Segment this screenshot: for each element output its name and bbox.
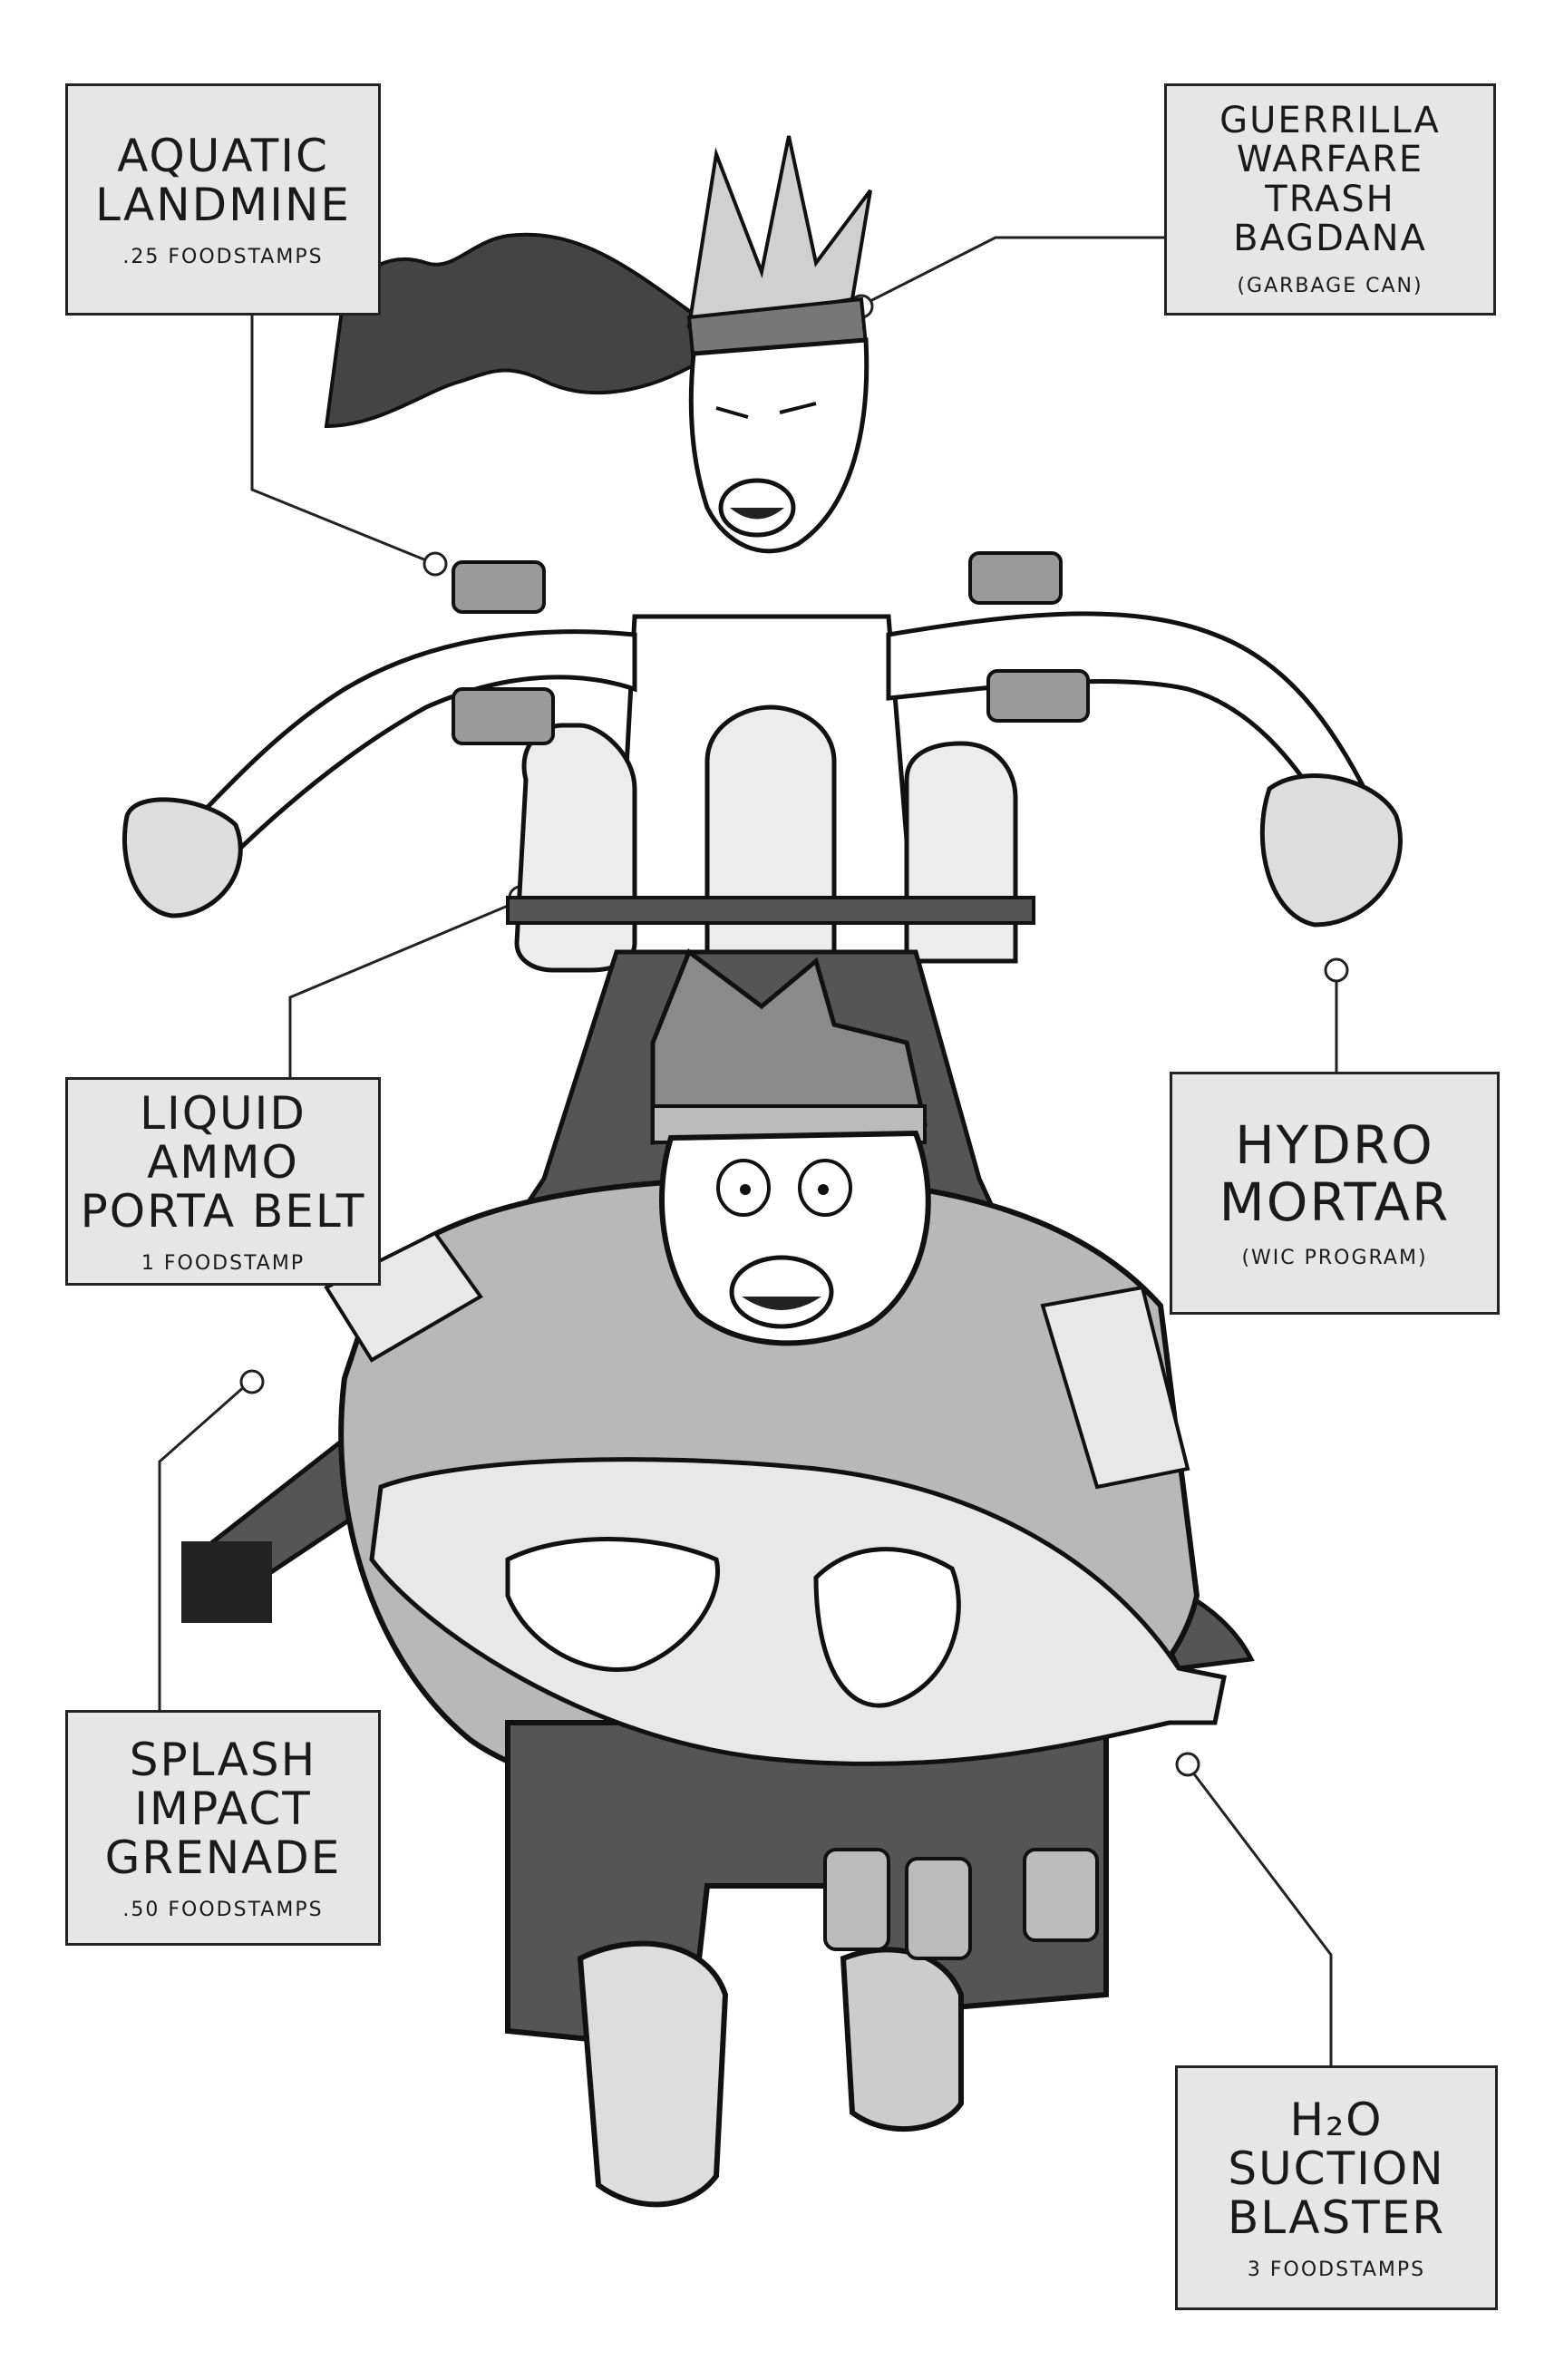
label-title: SPLASH IMPACT GRENADE bbox=[104, 1733, 342, 1884]
label-h2o-suction-blaster: H₂O SUCTION BLASTER 3 FOODSTAMPS bbox=[1175, 2065, 1498, 2310]
nut-mortar bbox=[1324, 957, 1349, 983]
callout-lines bbox=[158, 236, 1338, 2065]
label-price: (GARBAGE CAN) bbox=[1237, 274, 1423, 297]
label-title: AQUATIC LANDMINE bbox=[95, 129, 351, 231]
label-price: 3 FOODSTAMPS bbox=[1247, 2258, 1426, 2281]
label-aquatic-landmine: AQUATIC LANDMINE .25 FOODSTAMPS bbox=[65, 83, 381, 316]
bandana-tails bbox=[324, 232, 700, 429]
label-title: HYDRO MORTAR bbox=[1219, 1113, 1451, 1233]
label-title: LIQUID AMMO PORTA BELT bbox=[80, 1086, 366, 1238]
nut-landmine bbox=[423, 551, 448, 577]
nut-blaster bbox=[1175, 1752, 1200, 1777]
spiky-hair bbox=[686, 135, 872, 329]
label-liquid-ammo-porta-belt: LIQUID AMMO PORTA BELT 1 FOODSTAMP bbox=[65, 1077, 381, 1286]
giant-bottle bbox=[369, 1457, 1227, 1766]
label-price: 1 FOODSTAMP bbox=[141, 1251, 306, 1275]
label-title: H₂O SUCTION BLASTER bbox=[1227, 2093, 1446, 2244]
label-price: .25 FOODSTAMPS bbox=[122, 245, 324, 268]
label-title: GUERRILLA WARFARE TRASH BAGDANA bbox=[1219, 100, 1441, 259]
nut-grenade bbox=[239, 1369, 265, 1394]
label-trash-bagdana: GUERRILLA WARFARE TRASH BAGDANA (GARBAGE… bbox=[1164, 83, 1496, 316]
label-hydro-mortar: HYDRO MORTAR (WIC PROGRAM) bbox=[1170, 1072, 1500, 1315]
label-price: .50 FOODSTAMPS bbox=[122, 1898, 324, 1921]
label-price: (WIC PROGRAM) bbox=[1241, 1247, 1428, 1270]
label-splash-impact-grenade: SPLASH IMPACT GRENADE .50 FOODSTAMPS bbox=[65, 1710, 381, 1946]
